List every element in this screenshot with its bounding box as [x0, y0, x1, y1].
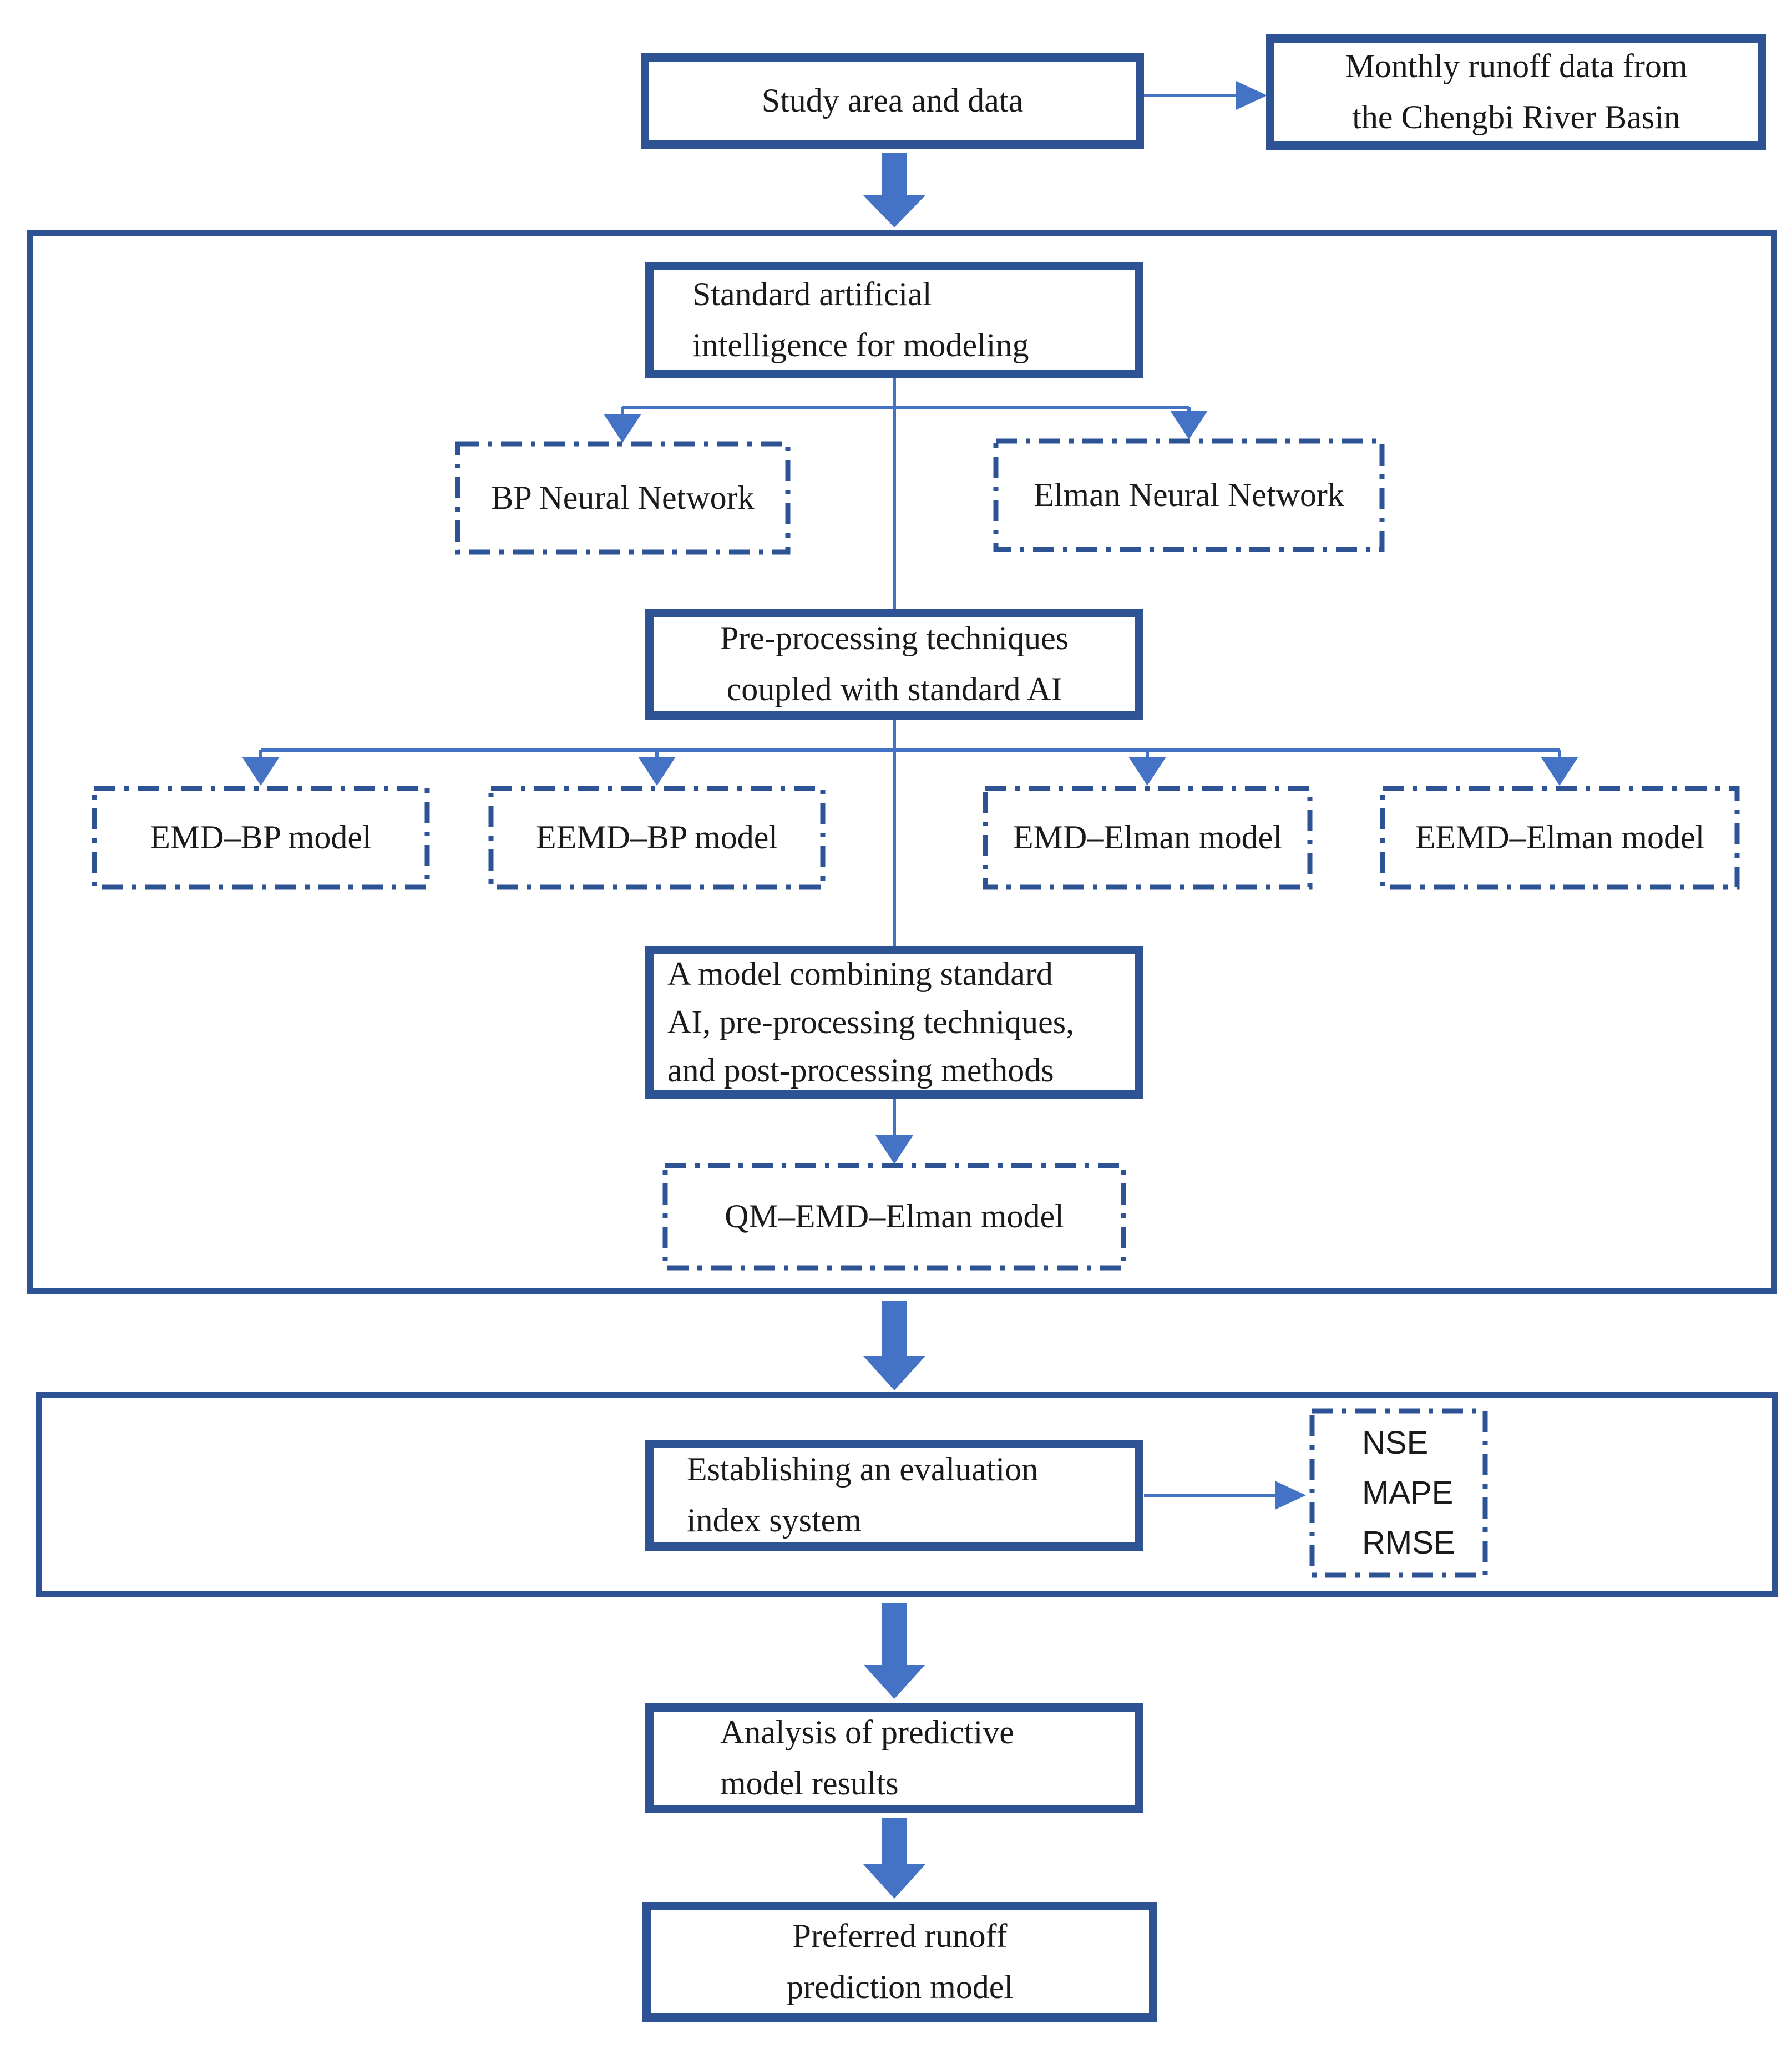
arrowhead-bp	[604, 414, 641, 443]
node-evaluation-label: Establishing an evaluation index system	[654, 1444, 1135, 1546]
qm-dash-border	[662, 1163, 1126, 1271]
thick-arrow-to-preferred	[863, 1818, 925, 1899]
metric-mape: MAPE	[1362, 1475, 1454, 1511]
node-study-area: Study area and data	[641, 53, 1144, 149]
modeling-section-container	[27, 230, 1777, 1294]
arrowhead-elman	[1170, 411, 1208, 439]
node-emd-elman-label: EMD–Elman model	[1013, 819, 1282, 856]
standard-ai-line-2: intelligence for modeling	[692, 327, 1029, 363]
node-monthly-runoff: Monthly runoff data from the Chengbi Riv…	[1266, 34, 1766, 150]
combined-line-3: and post-processing methods	[667, 1052, 1054, 1089]
node-emd-elman: EMD–Elman model	[983, 786, 1313, 890]
eemd-elman-dash-border	[1380, 786, 1740, 890]
evaluation-line-2: index system	[687, 1502, 862, 1539]
preferred-line-2: prediction model	[786, 1969, 1014, 2005]
node-preferred-label: Preferred runoff prediction model	[651, 1911, 1149, 2013]
monthly-runoff-line-1: Monthly runoff data from	[1345, 48, 1688, 85]
preprocessing-line-2: coupled with standard AI	[726, 671, 1062, 707]
node-standard-ai-label: Standard artificial intelligence for mod…	[654, 269, 1135, 371]
bp-dash-border	[455, 441, 791, 555]
metric-rmse: RMSE	[1362, 1524, 1455, 1561]
node-elman-label: Elman Neural Network	[1034, 476, 1344, 513]
node-analysis-label: Analysis of predictive model results	[654, 1707, 1135, 1809]
node-metrics-label: NSE MAPE RMSE	[1309, 1418, 1488, 1568]
node-preprocessing-label: Pre-processing techniques coupled with s…	[654, 613, 1135, 715]
node-eemd-elman-label: EEMD–Elman model	[1415, 819, 1705, 856]
thick-arrow-to-analysis	[863, 1603, 925, 1699]
node-preprocessing: Pre-processing techniques coupled with s…	[645, 609, 1143, 720]
preprocessing-line-1: Pre-processing techniques	[720, 620, 1069, 657]
node-combined-model: A model combining standard AI, pre-proce…	[645, 946, 1143, 1099]
node-evaluation-index: Establishing an evaluation index system	[645, 1440, 1143, 1551]
elman-dash-border	[993, 438, 1385, 552]
arrowhead-emdelman	[1128, 757, 1166, 786]
node-qm-emd-elman: QM–EMD–Elman model	[662, 1163, 1126, 1271]
combined-line-1: A model combining standard	[667, 955, 1053, 992]
arrowhead-emdbp	[242, 757, 280, 786]
arrowhead-qm	[875, 1135, 913, 1164]
node-monthly-runoff-label: Monthly runoff data from the Chengbi Riv…	[1274, 41, 1758, 143]
node-study-area-label: Study area and data	[761, 82, 1024, 119]
thick-arrow-to-evaluation	[863, 1301, 925, 1390]
arrowhead-metrics	[1275, 1481, 1306, 1510]
analysis-line-2: model results	[720, 1765, 899, 1802]
node-preferred-model: Preferred runoff prediction model	[642, 1902, 1157, 2022]
preferred-line-1: Preferred runoff	[792, 1918, 1008, 1955]
node-eemd-elman: EEMD–Elman model	[1380, 786, 1740, 890]
node-emd-bp: EMD–BP model	[92, 786, 430, 890]
node-eemd-bp-label: EEMD–BP model	[535, 819, 778, 856]
eemd-bp-dash-border	[488, 786, 826, 890]
arrowhead-monthly	[1236, 81, 1267, 110]
arrowhead-eemdbp	[638, 757, 676, 786]
thick-arrow-to-modeling	[863, 153, 925, 227]
evaluation-line-1: Establishing an evaluation	[687, 1451, 1039, 1488]
node-bp-neural-network: BP Neural Network	[455, 441, 791, 555]
node-bp-label: BP Neural Network	[491, 479, 755, 516]
emd-elman-dash-border	[983, 786, 1313, 890]
arrowhead-eemdelman	[1541, 757, 1578, 786]
node-eemd-bp: EEMD–BP model	[488, 786, 826, 890]
metrics-dash-border	[1309, 1408, 1488, 1578]
node-qm-label: QM–EMD–Elman model	[725, 1198, 1064, 1235]
node-emd-bp-label: EMD–BP model	[150, 819, 372, 856]
evaluation-section-container	[36, 1392, 1778, 1597]
node-analysis: Analysis of predictive model results	[645, 1703, 1143, 1813]
node-combined-model-label: A model combining standard AI, pre-proce…	[654, 950, 1135, 1095]
node-elman-neural-network: Elman Neural Network	[993, 438, 1385, 552]
metric-nse: NSE	[1362, 1425, 1429, 1461]
combined-line-2: AI, pre-processing techniques,	[667, 1004, 1075, 1040]
node-metrics: NSE MAPE RMSE	[1309, 1408, 1488, 1578]
analysis-line-1: Analysis of predictive	[720, 1714, 1014, 1751]
standard-ai-line-1: Standard artificial	[692, 276, 932, 313]
monthly-runoff-line-2: the Chengbi River Basin	[1352, 99, 1680, 135]
node-standard-ai: Standard artificial intelligence for mod…	[645, 262, 1143, 378]
